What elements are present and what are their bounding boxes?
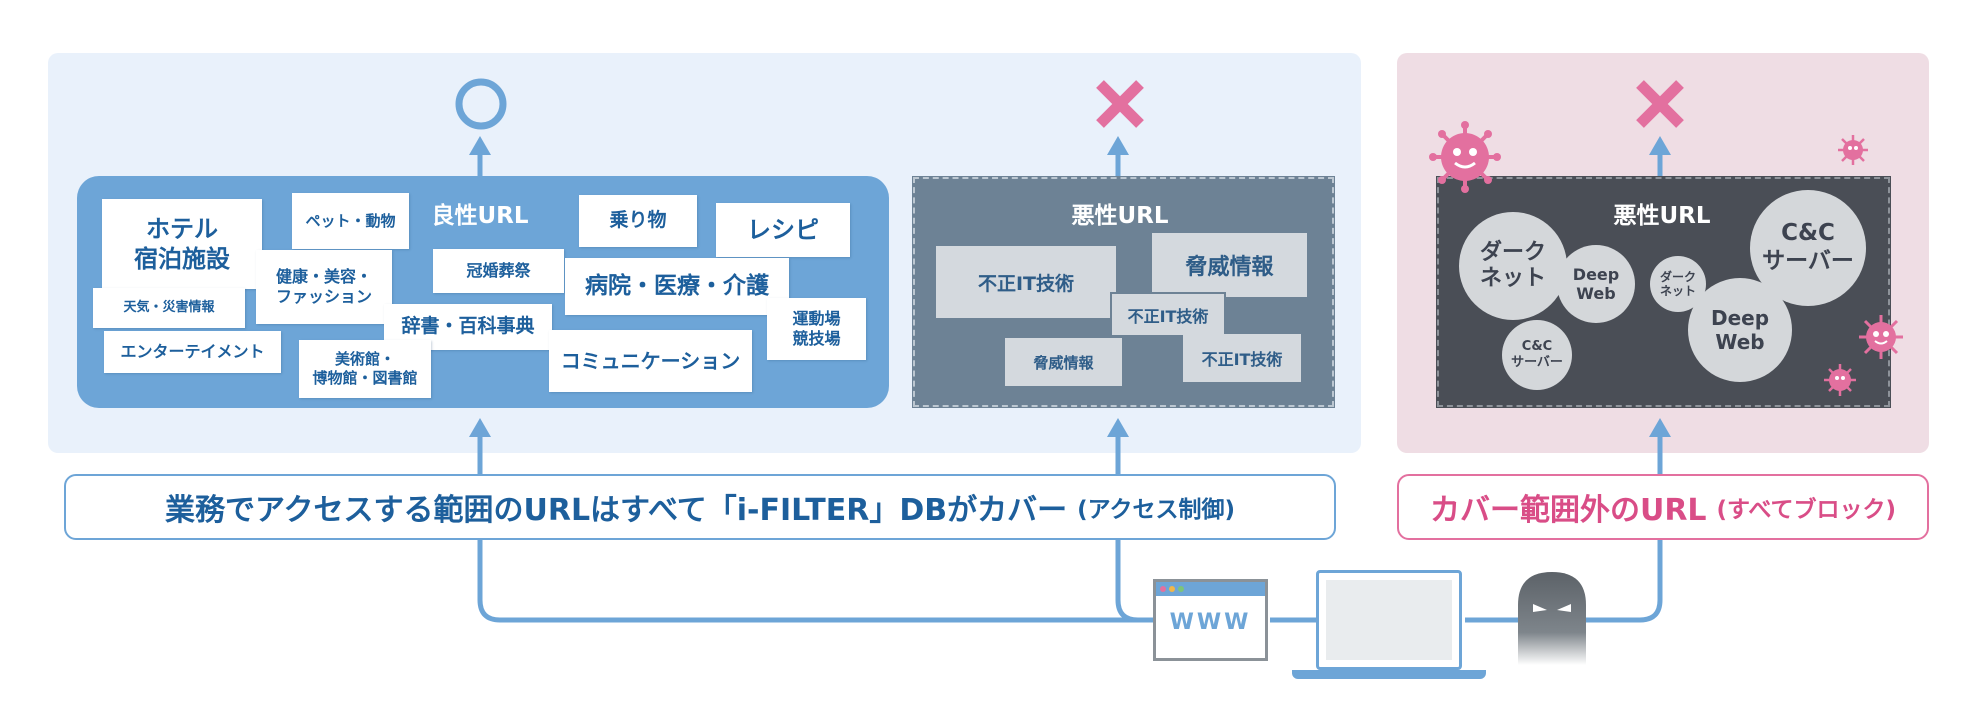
cross-icon — [1636, 80, 1684, 128]
virus-icon — [1838, 135, 1868, 165]
virus-icon — [1859, 315, 1903, 359]
uncovered-bad-url-title: 悪性URL — [1613, 203, 1711, 229]
uncovered-range-text: カバー範囲外のURL — [1429, 493, 1707, 528]
block-all-note: (すべてブロック) — [1716, 497, 1897, 523]
bubble-deepweb-small: Deep Web — [1557, 245, 1635, 323]
cross-icon — [1096, 80, 1144, 128]
tag-threat-info-2: 脅威情報 — [1005, 338, 1122, 386]
good-flow-line — [477, 434, 1160, 623]
virus-icon — [1429, 121, 1501, 193]
good-url-title: 良性URL — [431, 203, 529, 229]
tag-pets: ペット・動物 — [292, 193, 409, 249]
browser-window-icon: WWW — [1153, 579, 1268, 661]
tag-sports-venue: 運動場 競技場 — [767, 298, 866, 360]
arrow-up-icon — [469, 136, 491, 155]
tag-dictionary: 辞書・百科事典 — [384, 304, 552, 350]
bubble-deepweb-large: Deep Web — [1688, 278, 1792, 382]
bubble-darknet-large: ダーク ネット — [1459, 212, 1567, 320]
arrow-up-icon — [1107, 418, 1129, 437]
browser-www-label: WWW — [1169, 610, 1252, 635]
tag-museum-library: 美術館・ 博物館・図書館 — [299, 340, 431, 398]
bad-flow-line — [1115, 434, 1160, 623]
access-control-note: (アクセス制御) — [1077, 497, 1236, 523]
arrow-up-icon — [1649, 136, 1671, 155]
virus-icon — [1824, 364, 1856, 396]
covered-range-text: 業務でアクセスする範囲のURLはすべて「i-FILTER」DBがカバー — [164, 493, 1068, 528]
uncovered-range-banner: カバー範囲外のURL (すべてブロック) — [1397, 474, 1929, 540]
arrow-up-icon — [469, 418, 491, 437]
tag-entertainment: エンターテイメント — [104, 331, 281, 373]
tag-illegal-it-3: 不正IT技術 — [1183, 334, 1301, 382]
laptop-icon — [1316, 570, 1462, 670]
tag-vehicles: 乗り物 — [579, 195, 697, 247]
tag-hotel: ホテル 宿泊施設 — [102, 199, 262, 289]
tag-communication: コミュニケーション — [549, 330, 752, 392]
bubble-cc-server-small: C&C サーバー — [1502, 320, 1572, 390]
tag-illegal-it-1: 不正IT技術 — [936, 246, 1116, 318]
laptop-base — [1292, 670, 1486, 679]
tag-threat-info-1: 脅威情報 — [1152, 233, 1307, 297]
tag-illegal-it-2: 不正IT技術 — [1110, 292, 1226, 337]
covered-range-banner: 業務でアクセスする範囲のURLはすべて「i-FILTER」DBがカバー (アクセ… — [64, 474, 1336, 540]
tag-medical: 病院・医療・介護 — [565, 258, 789, 315]
bad-url-title: 悪性URL — [1071, 203, 1169, 229]
uncovered-flow-line — [1465, 434, 1663, 623]
circle-icon — [455, 78, 507, 130]
tag-recipe: レシピ — [716, 203, 850, 257]
arrow-up-icon — [1107, 136, 1129, 155]
tag-health-beauty: 健康・美容・ ファッション — [256, 250, 392, 324]
browser-title-bar — [1156, 582, 1265, 596]
tag-weather: 天気・災害情報 — [93, 288, 245, 328]
tag-wedding-funeral: 冠婚葬祭 — [433, 249, 564, 293]
arrow-up-icon — [1649, 418, 1671, 437]
